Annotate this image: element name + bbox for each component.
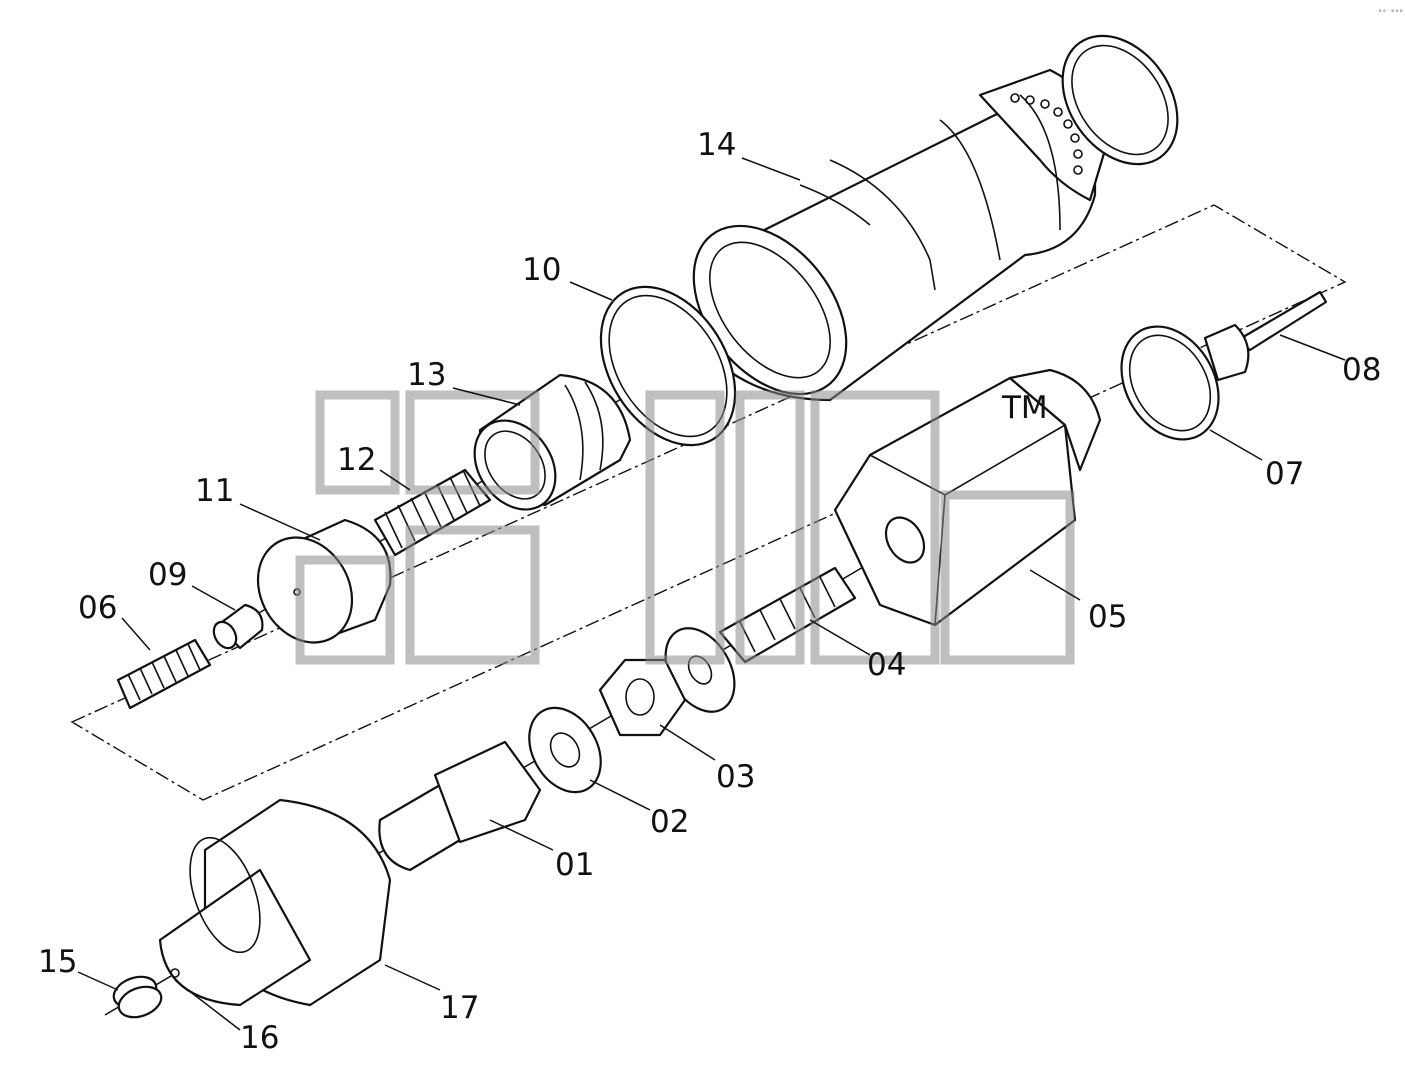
part-06-spring	[116, 638, 212, 710]
callout-04: 04	[867, 647, 906, 683]
callout-15: 15	[38, 944, 77, 980]
leader-lines	[77, 157, 1346, 1031]
callout-09: 09	[148, 557, 187, 593]
callout-06: 06	[78, 590, 117, 626]
callout-16: 16	[240, 1020, 279, 1056]
part-16-pin	[170, 968, 180, 978]
callout-01: 01	[555, 847, 594, 883]
callout-11: 11	[195, 473, 234, 509]
watermark	[295, 390, 1075, 665]
part-10-o-ring	[599, 285, 737, 447]
part-17-cylinder	[158, 798, 392, 1007]
callout-08: 08	[1342, 352, 1381, 388]
part-14-ring	[1061, 34, 1179, 166]
part-02-washer	[528, 706, 602, 794]
corner-mark: °° °°°	[1378, 9, 1403, 17]
callout-10: 10	[522, 252, 561, 288]
part-14-body	[692, 68, 1107, 402]
callout-07: 07	[1265, 456, 1304, 492]
callout-03: 03	[716, 759, 755, 795]
part-14-bolt-holes	[1010, 93, 1083, 175]
callout-02: 02	[650, 804, 689, 840]
callout-14: 14	[697, 127, 736, 163]
part-09-valve	[212, 603, 264, 650]
part-08-pin	[1203, 290, 1328, 382]
part-07-ring	[1120, 325, 1220, 441]
part-11-cap	[256, 518, 392, 644]
callout-13: 13	[407, 357, 446, 393]
part-15-rings	[112, 975, 163, 1019]
callout-05: 05	[1088, 599, 1127, 635]
part-01-hex-plug	[378, 740, 542, 872]
part-05-hex-block	[833, 368, 1102, 627]
callout-12: 12	[337, 442, 376, 478]
trademark-mark: TM	[1001, 390, 1048, 426]
part-03-nut	[598, 658, 687, 737]
callout-17: 17	[440, 990, 479, 1026]
